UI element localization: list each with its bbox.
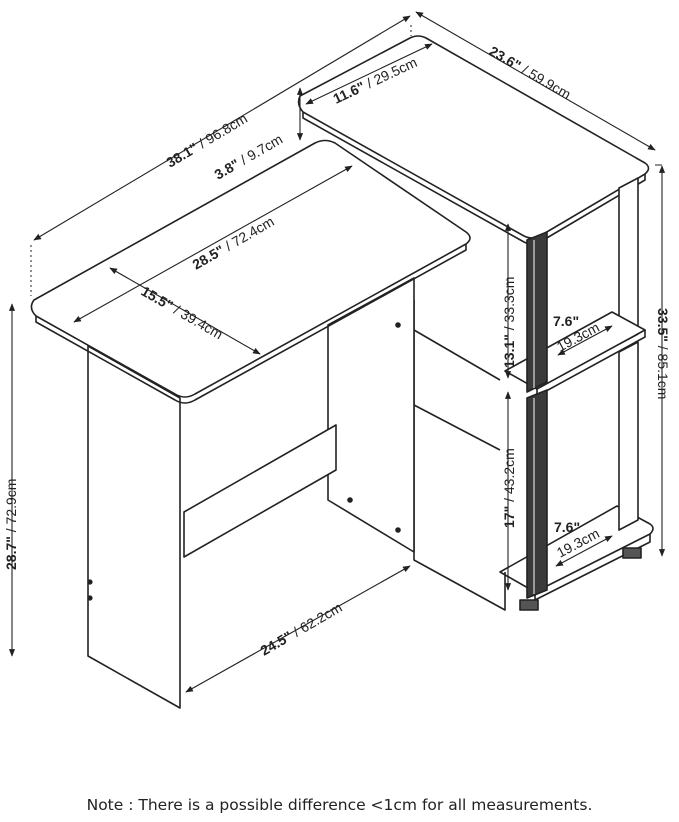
- dimension-lines: [8, 11, 666, 693]
- desk-dimension-diagram: 38.1" / 96.8cm 23.6" / 59.9cm 11.6" / 29…: [3, 11, 671, 709]
- leg-gap-label: 24.5" / 62.2cm: [258, 599, 345, 659]
- lower-shelf-depth-imperial: 7.6": [554, 519, 580, 535]
- furniture-drawing: [30, 25, 662, 709]
- shelf-foot: [622, 547, 642, 559]
- upper-shelf-height-label: 13.1" / 33.3cm: [501, 277, 517, 368]
- shelf-front-post-lower: [526, 389, 548, 599]
- shelf-foot: [519, 599, 539, 611]
- lower-shelf-height-label: 17" / 43.2cm: [501, 448, 517, 528]
- desk-height-label: 28.7" / 72.9cm: [3, 479, 19, 570]
- measurement-note: Note : There is a possible difference <1…: [86, 796, 593, 814]
- shelf-corner-post-lower: [618, 341, 639, 531]
- shelf-front-post-upper: [526, 231, 548, 393]
- desk-cross-brace: [183, 424, 337, 558]
- upper-shelf-depth-imperial: 7.6": [553, 313, 579, 329]
- desk-left-leg: [87, 345, 181, 709]
- total-height-label: 33.5" / 85.1cm: [655, 308, 671, 399]
